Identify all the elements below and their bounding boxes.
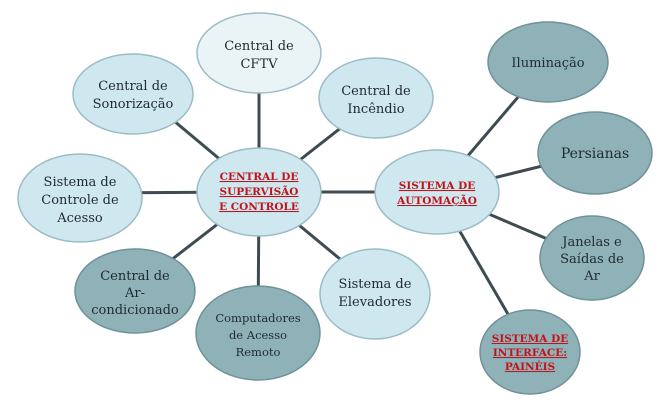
node-interface-line-3: PAINÉIS — [505, 359, 555, 373]
node-janelas-shape — [539, 215, 645, 301]
node-incendio-shape — [318, 57, 434, 139]
node-persianas-shape — [537, 111, 653, 195]
node-iluminacao-shape — [487, 21, 609, 103]
node-automation-hub-line-1: SISTEMA DE — [399, 180, 475, 192]
node-controle-acesso-line-2: Controle de — [41, 193, 119, 208]
node-sonorizacao-line-1: Central de — [98, 79, 168, 94]
node-iluminacao-line-1: Iluminação — [511, 56, 584, 71]
node-interface: SISTEMA DE INTERFACE: PAINÉIS — [479, 309, 581, 395]
node-ar-condicionado: Central de Ar- condicionado — [74, 248, 196, 334]
node-automation-hub-line-2: AUTOMAÇÃO — [396, 193, 477, 207]
node-central-hub-line-2: SUPERVISÃO — [220, 184, 299, 198]
node-ar-condicionado-line-2: Ar- — [124, 286, 145, 301]
node-central-hub-line-1: CENTRAL DE — [220, 171, 299, 183]
node-interface-shape — [479, 309, 581, 395]
node-elevadores: Sistema de Elevadores — [319, 248, 431, 340]
node-janelas-line-3: Ar — [583, 269, 600, 284]
node-incendio-line-2: Incêndio — [347, 102, 404, 117]
node-computadores-shape — [195, 285, 321, 381]
node-persianas-line-1: Persianas — [561, 146, 629, 162]
node-elevadores-line-1: Sistema de — [339, 277, 412, 292]
node-controle-acesso-shape — [17, 153, 143, 243]
node-janelas-line-2: Saídas de — [560, 252, 624, 267]
node-controle-acesso: Sistema de Controle de Acesso — [17, 153, 143, 243]
node-computadores: Computadores de Acesso Remoto — [195, 285, 321, 381]
node-elevadores-line-2: Elevadores — [338, 295, 411, 310]
node-cftv-shape — [196, 12, 322, 94]
node-computadores-line-2: de Acesso — [229, 328, 287, 342]
node-computadores-line-1: Computadores — [215, 311, 300, 325]
node-central-hub-shape — [196, 147, 322, 237]
node-automation-hub-shape — [374, 149, 500, 235]
node-central-hub-line-3: E CONTROLE — [219, 201, 299, 213]
node-iluminacao: Iluminação — [487, 21, 609, 103]
node-automation-hub: SISTEMA DE AUTOMAÇÃO — [374, 149, 500, 235]
node-cftv: Central de CFTV — [196, 12, 322, 94]
node-incendio: Central de Incêndio — [318, 57, 434, 139]
node-controle-acesso-line-3: Acesso — [56, 211, 103, 226]
node-sonorizacao-shape — [72, 53, 194, 135]
node-controle-acesso-line-1: Sistema de — [44, 175, 117, 190]
node-persianas: Persianas — [537, 111, 653, 195]
node-incendio-line-1: Central de — [341, 84, 411, 99]
node-cftv-line-2: CFTV — [240, 57, 278, 72]
node-sonorizacao-line-2: Sonorização — [93, 97, 174, 112]
node-janelas-line-1: Janelas e — [560, 235, 622, 250]
node-central-hub: CENTRAL DE SUPERVISÃO E CONTROLE — [196, 147, 322, 237]
node-interface-line-1: SISTEMA DE — [492, 333, 568, 345]
node-computadores-line-3: Remoto — [236, 345, 281, 359]
node-elevadores-shape — [319, 248, 431, 340]
node-sonorizacao: Central de Sonorização — [72, 53, 194, 135]
node-cftv-line-1: Central de — [224, 39, 294, 54]
node-interface-line-2: INTERFACE: — [493, 347, 567, 359]
node-janelas: Janelas e Saídas de Ar — [539, 215, 645, 301]
node-ar-condicionado-shape — [74, 248, 196, 334]
node-ar-condicionado-line-1: Central de — [100, 269, 170, 284]
node-ar-condicionado-line-3: condicionado — [91, 303, 179, 318]
